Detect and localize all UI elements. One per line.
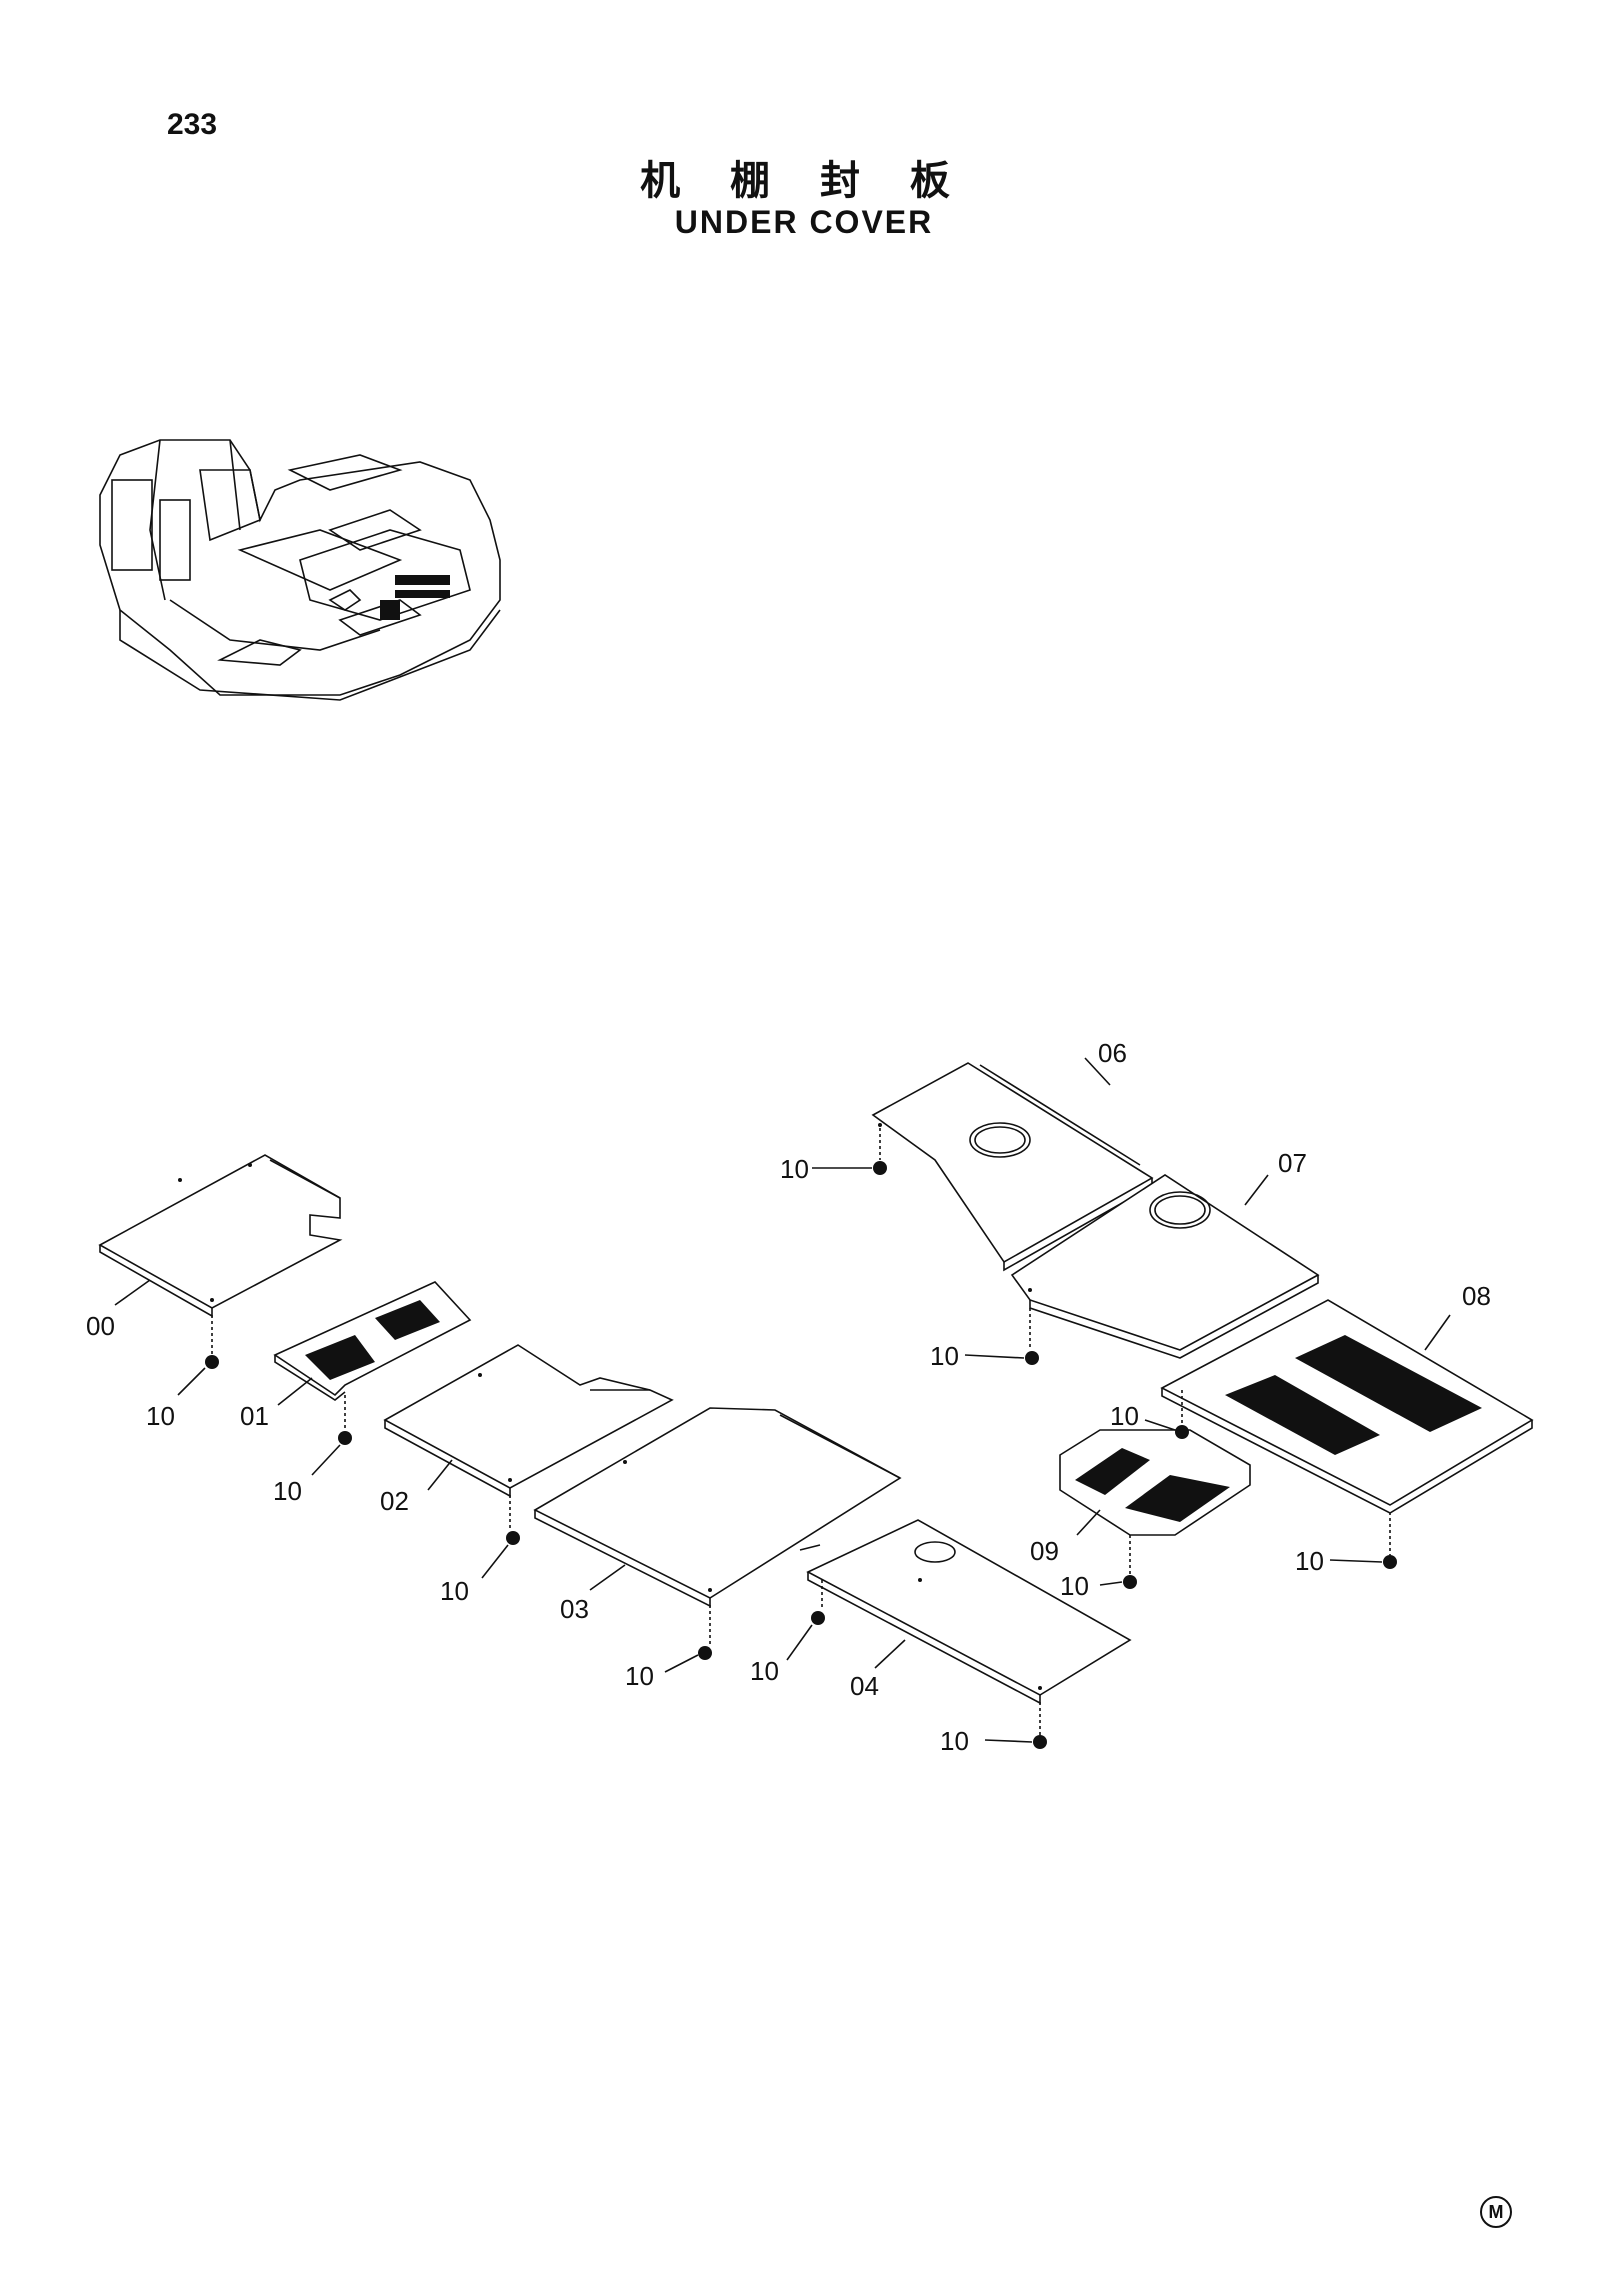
callout-07: 07 — [1278, 1148, 1307, 1178]
sketch-vent-grille — [380, 575, 450, 620]
part-09-grille-left — [1075, 1448, 1150, 1495]
callout-10-h: 10 — [930, 1341, 959, 1371]
part-00-cover — [98, 1154, 343, 1318]
callout-10-g: 10 — [780, 1154, 809, 1184]
callout-04: 04 — [850, 1671, 879, 1701]
part-08-grille-left — [1225, 1375, 1380, 1455]
bolt-10-d — [698, 1605, 712, 1660]
callout-09: 09 — [1030, 1536, 1059, 1566]
part-01-vented-cover — [273, 1281, 472, 1401]
callout-01: 01 — [240, 1401, 269, 1431]
bolt-10-h — [1025, 1308, 1039, 1365]
part-04-cover — [806, 1519, 1132, 1705]
bolt-10-e — [811, 1580, 825, 1625]
bolt-symbols — [205, 1128, 1397, 1749]
callout-labels: 00 01 02 03 04 06 07 08 09 10 10 10 10 1… — [86, 1038, 1491, 1756]
bolt-10-a — [205, 1315, 219, 1369]
part-09-vented-cover — [1059, 1429, 1251, 1536]
part-01-grille-left — [305, 1335, 375, 1380]
part-03-cover — [533, 1407, 902, 1608]
bolt-10-f — [1033, 1702, 1047, 1749]
callout-10-b: 10 — [273, 1476, 302, 1506]
bolt-10-b — [338, 1395, 352, 1445]
part-07-cover — [1010, 1174, 1320, 1359]
part-06-cover — [871, 1062, 1154, 1272]
part-09-grille-right — [1125, 1475, 1230, 1522]
title-chinese: 机 棚 封 板 — [640, 158, 968, 204]
bolt-10-i — [1175, 1390, 1189, 1439]
callout-10-f: 10 — [940, 1726, 969, 1756]
part-08-vented-cover — [1160, 1299, 1534, 1514]
callout-03: 03 — [560, 1594, 589, 1624]
callout-10-i: 10 — [1110, 1401, 1139, 1431]
callout-00: 00 — [86, 1311, 115, 1341]
part-01-grille-right — [375, 1300, 440, 1340]
excavator-overview-sketch — [99, 439, 501, 701]
callout-10-d: 10 — [625, 1661, 654, 1691]
callout-08: 08 — [1462, 1281, 1491, 1311]
callout-02: 02 — [380, 1486, 409, 1516]
bolt-10-k — [1383, 1512, 1397, 1569]
callout-10-e: 10 — [750, 1656, 779, 1686]
page-number: 233 — [167, 108, 218, 141]
part-02-cover — [383, 1344, 674, 1498]
callout-10-c: 10 — [440, 1576, 469, 1606]
title-english: UNDER COVER — [674, 204, 934, 240]
callout-10-a: 10 — [146, 1401, 175, 1431]
bolt-10-g — [873, 1128, 887, 1175]
callout-10-k: 10 — [1295, 1546, 1324, 1576]
manufacturer-mark: M — [1480, 2196, 1512, 2228]
bolt-10-c — [506, 1495, 520, 1545]
callout-06: 06 — [1098, 1038, 1127, 1068]
bolt-10-j — [1123, 1535, 1137, 1589]
part-08-grille-right — [1295, 1335, 1482, 1432]
leader-lines — [114, 1057, 1451, 1743]
callout-10-j: 10 — [1060, 1571, 1089, 1601]
